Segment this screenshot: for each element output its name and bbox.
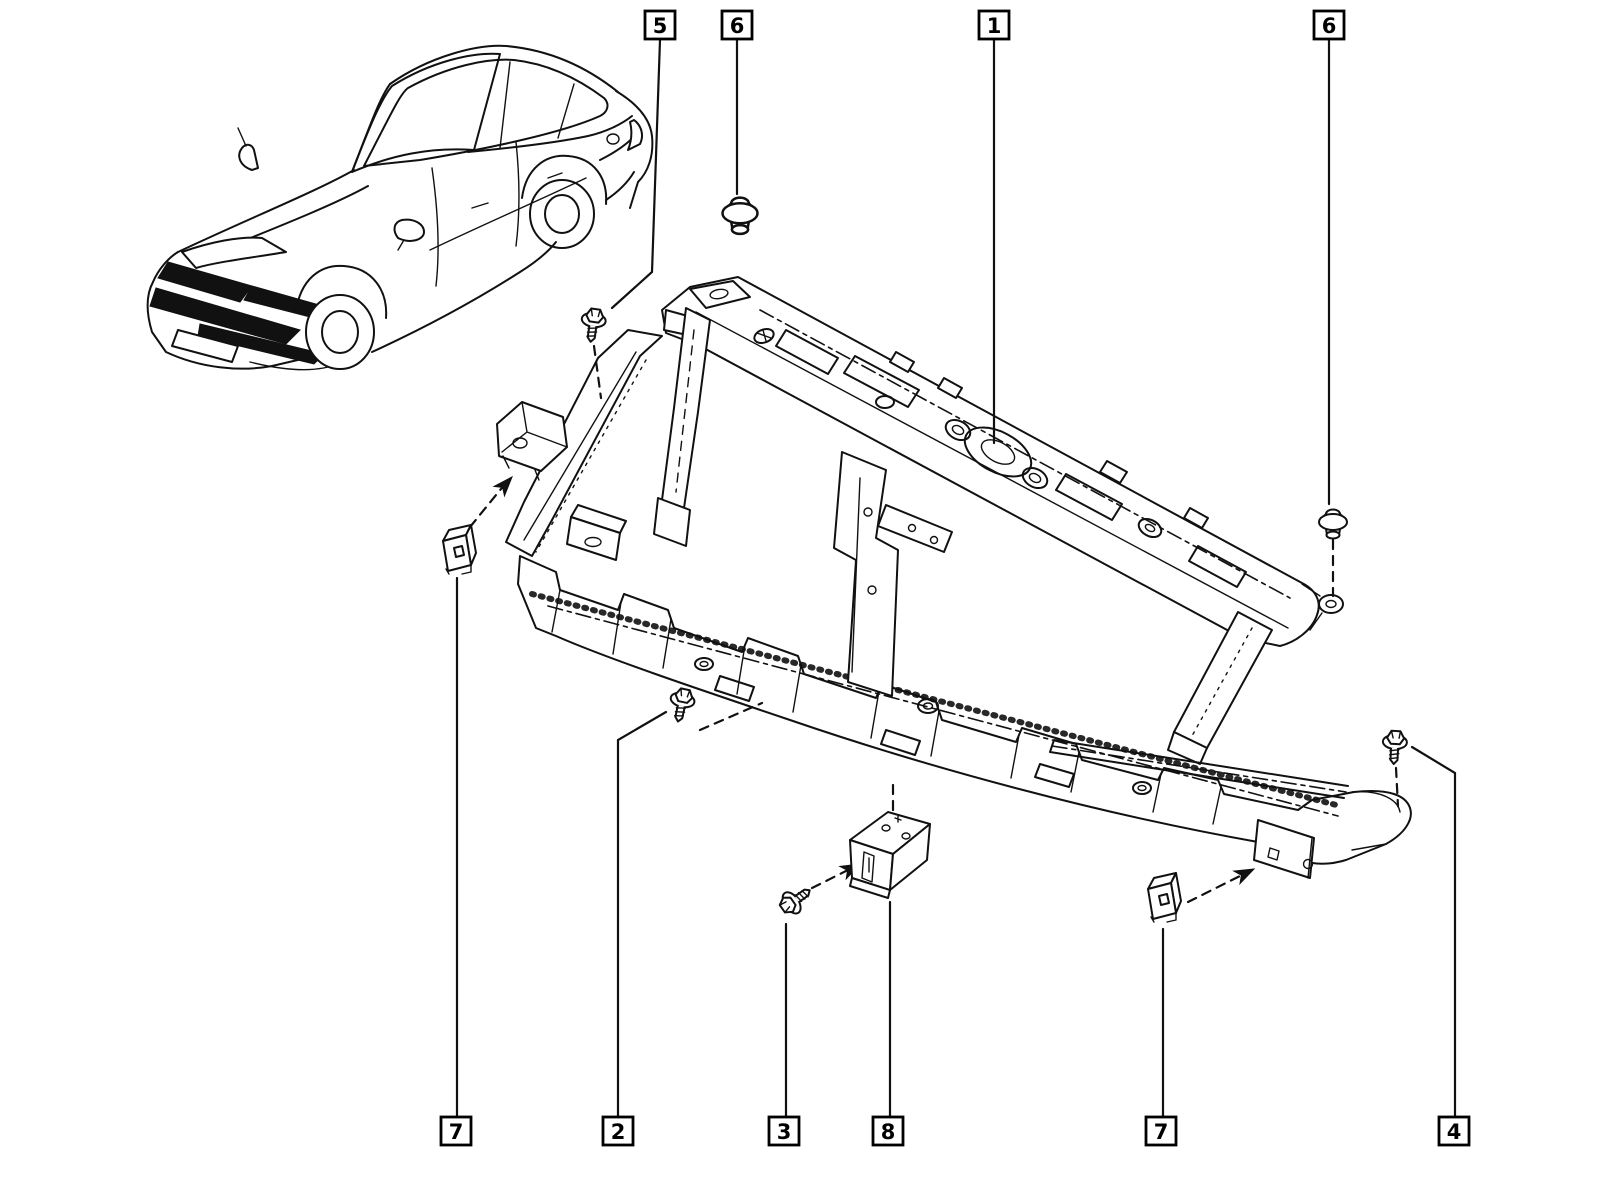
callout-7-bottom-left[interactable]: 7: [439, 1115, 473, 1147]
callout-6-top[interactable]: 6: [720, 9, 754, 41]
axis-clip-7-left: [468, 482, 507, 529]
push-pin-item6-right-icon: [1318, 508, 1348, 540]
front-cross-brace: [1049, 739, 1349, 799]
clip-item7-right-icon: [1147, 872, 1182, 923]
clip-item7-left-icon: [442, 524, 477, 575]
center-stay: [833, 451, 953, 697]
front-panel-assembly: [496, 276, 1412, 879]
right-stay: [1167, 611, 1273, 765]
callouts: 5 6 1 6 7 2 3 8 7 4: [439, 9, 1471, 1147]
car-illustration: [146, 44, 654, 371]
axis-screw-5: [592, 344, 603, 400]
screw-item5-icon: [577, 306, 609, 345]
bracket-item8-icon: [849, 811, 931, 899]
arrowhead-7-right: [1233, 862, 1258, 885]
callout-2-bottom[interactable]: 2: [601, 1115, 635, 1147]
callout-1-label: 1: [987, 14, 1002, 38]
callout-7-right-label: 7: [1154, 1120, 1169, 1144]
screw-item2-icon: [665, 685, 698, 725]
callout-1-top[interactable]: 1: [977, 9, 1011, 41]
callout-6-right-label: 6: [1322, 14, 1337, 38]
axis-clip-7-right: [1186, 871, 1248, 904]
axis-screw-3: [810, 866, 854, 890]
callout-7-left-label: 7: [449, 1120, 464, 1144]
callout-6-right[interactable]: 6: [1312, 9, 1346, 41]
axis-screw-4: [1394, 766, 1400, 808]
callout-3-bottom[interactable]: 3: [767, 1115, 801, 1147]
left-pillar: [653, 307, 711, 547]
arrowhead-7-left: [493, 471, 518, 497]
fasteners: [442, 196, 1409, 923]
callout-4-bottom[interactable]: 4: [1437, 1115, 1471, 1147]
callout-3-label: 3: [777, 1120, 792, 1144]
axis-screw-2: [698, 701, 764, 732]
leader-lines: [455, 38, 1457, 1119]
callout-4-label: 4: [1447, 1120, 1462, 1144]
callout-5-label: 5: [653, 14, 668, 38]
push-pin-item6-top-icon: [721, 196, 759, 236]
callout-6-top-label: 6: [730, 14, 745, 38]
callout-8-bottom[interactable]: 8: [871, 1115, 905, 1147]
callout-8-label: 8: [881, 1120, 896, 1144]
leader-line-2: [616, 710, 668, 1119]
callout-5-top[interactable]: 5: [643, 9, 677, 41]
leader-line-5: [610, 38, 662, 310]
callout-2-label: 2: [611, 1120, 626, 1144]
callout-7-bottom-right[interactable]: 7: [1144, 1115, 1178, 1147]
screw-item3-icon: [774, 879, 818, 920]
leader-line-4: [1410, 745, 1457, 1119]
left-strut: [505, 329, 663, 557]
left-end-brackets: [496, 401, 627, 561]
upper-cross-member: [661, 276, 1344, 647]
screw-item4-icon: [1380, 729, 1409, 766]
